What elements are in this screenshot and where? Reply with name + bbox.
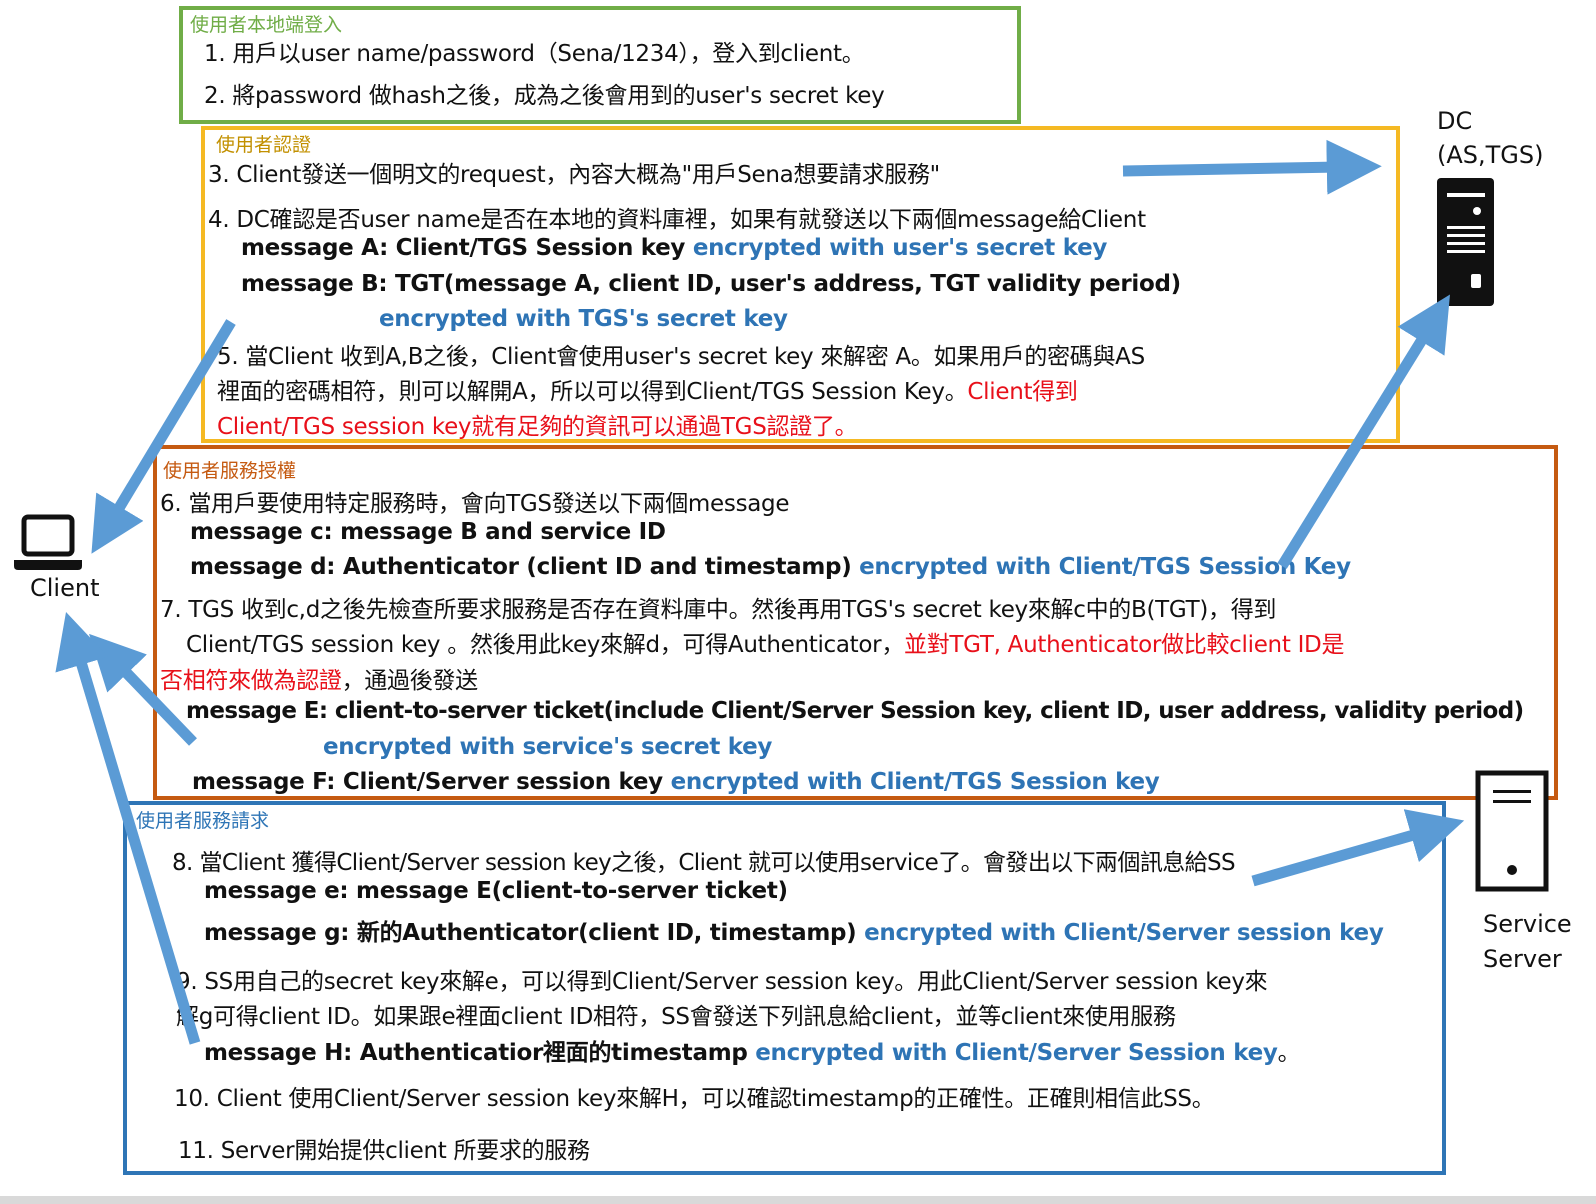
message-e-text: message E: client-to-server ticket(inclu… — [186, 698, 1524, 724]
message-b-text: message B: TGT(message A, client ID, use… — [241, 271, 1181, 297]
request-to-dc-arrow — [1122, 139, 1382, 195]
step-5-line3: Client/TGS session key就有足夠的資訊可以通過TGS認證了。 — [217, 414, 858, 440]
service-server-label-line2: Server — [1483, 945, 1562, 973]
step-7-line2: Client/TGS session key 。然後用此key來解d，可得Aut… — [186, 625, 1344, 659]
client-to-tgs-arrow — [1277, 294, 1450, 569]
dc-label-line2: (AS,TGS) — [1437, 141, 1544, 169]
message-d-text: message d: Authenticator (client ID and … — [190, 554, 860, 580]
step-7-line3-text: ，通過後發送 — [341, 668, 479, 694]
auth-section-box — [201, 126, 1400, 443]
dc-to-client-arrow — [91, 319, 236, 554]
step-7-line2-text: Client/TGS session key 。然後用此key來解d，可得Aut… — [186, 632, 905, 658]
step-10-text: 10. Client 使用Client/Server session key來解… — [174, 1086, 1215, 1112]
tgs-to-client-arrow — [89, 633, 197, 746]
message-f-encryption: encrypted with Client/TGS Session key — [670, 769, 1160, 795]
grant-section-box — [153, 445, 1558, 800]
message-a-text: message A: Client/TGS Session key — [241, 235, 693, 261]
step-9-line2: 解g可得client ID。如果跟e裡面client ID相符，SS會發送下列訊… — [176, 1004, 1176, 1030]
step-6-text: 6. 當用戶要使用特定服務時，會向TGS發送以下兩個message — [160, 491, 790, 517]
message-e-encryption: encrypted with service's secret key — [323, 734, 773, 760]
message-f-text: message F: Client/Server session key — [192, 769, 671, 795]
dc-label-line1: DC — [1437, 107, 1473, 135]
service-server-label-line1: Service — [1483, 910, 1572, 938]
auth-section-title: 使用者認證 — [216, 134, 312, 156]
grant-section-title: 使用者服務授權 — [163, 460, 297, 482]
step-5-line2-text: 裡面的密碼相符，則可以解開A，所以可以得到Client/TGS Session … — [217, 379, 968, 405]
step-3-text: 3. Client發送一個明文的request，內容大概為"用戶Sena想要請求… — [208, 162, 940, 188]
login-section-title: 使用者本地端登入 — [190, 14, 343, 36]
message-b-encryption: encrypted with TGS's secret key — [379, 306, 788, 332]
step-5-line1: 5. 當Client 收到A,B之後，Client會使用user's secre… — [217, 344, 1145, 370]
message-g-encryption: encrypted with Client/Server session key — [864, 920, 1384, 946]
message-d-line: message d: Authenticator (client ID and … — [190, 554, 1351, 580]
step-5-line2: 裡面的密碼相符，則可以解開A，所以可以得到Client/TGS Session … — [217, 372, 1078, 406]
message-h-text: message H: Authenticatior裡面的timestamp — [204, 1040, 756, 1066]
message-e2-text: message e: message E(client-to-server ti… — [204, 878, 788, 904]
step-7-line1: 7. TGS 收到c,d之後先檢查所要求服務是否存在資料庫中。然後再用TGS's… — [160, 597, 1277, 623]
message-h-end: 。 — [1277, 1040, 1301, 1066]
step-11-text: 11. Server開始提供client 所要求的服務 — [178, 1138, 590, 1164]
step-7-line2-highlight: 並對TGT, Authenticator做比較client ID是 — [904, 632, 1345, 658]
step-1-text: 1. 用戶以user name/password（Sena/1234），登入到c… — [204, 41, 865, 67]
bottom-strip — [0, 1196, 1596, 1204]
dc-server-icon — [1437, 178, 1494, 306]
message-h-line: message H: Authenticatior裡面的timestamp en… — [204, 1033, 1301, 1067]
request-section-title: 使用者服務請求 — [136, 810, 270, 832]
step-8-text: 8. 當Client 獲得Client/Server session key之後… — [172, 850, 1236, 876]
ss-to-client-arrow — [55, 611, 201, 1045]
step-7-line3-highlight: 否相符來做為認證 — [160, 668, 342, 694]
message-d-encryption: encrypted with Client/TGS Session Key — [859, 554, 1351, 580]
service-server-icon — [1475, 770, 1549, 892]
message-h-encryption: encrypted with Client/Server Session key — [755, 1040, 1278, 1066]
message-a-line: message A: Client/TGS Session key encryp… — [241, 235, 1107, 261]
client-to-ss-arrow — [1251, 809, 1465, 887]
message-g-line: message g: 新的Authenticator(client ID, ti… — [204, 913, 1384, 947]
message-g-text: message g: 新的Authenticator(client ID, ti… — [204, 920, 865, 946]
step-7-line3: 否相符來做為認證，通過後發送 — [160, 661, 478, 695]
message-c-text: message c: message B and service ID — [190, 519, 666, 545]
laptop-icon — [14, 514, 82, 570]
request-section-box — [123, 801, 1446, 1175]
step-2-text: 2. 將password 做hash之後，成為之後會用到的user's secr… — [204, 83, 885, 109]
message-a-encryption: encrypted with user's secret key — [692, 235, 1108, 261]
step-5-line2-highlight: Client得到 — [967, 379, 1078, 405]
login-section-box — [179, 6, 1021, 124]
client-label: Client — [30, 574, 100, 602]
step-4-text: 4. DC確認是否user name是否在本地的資料庫裡，如果有就發送以下兩個m… — [208, 207, 1146, 233]
message-f-line: message F: Client/Server session key enc… — [192, 769, 1160, 795]
step-9-line1: 9. SS用自己的secret key來解e，可以得到Client/Server… — [176, 969, 1268, 995]
